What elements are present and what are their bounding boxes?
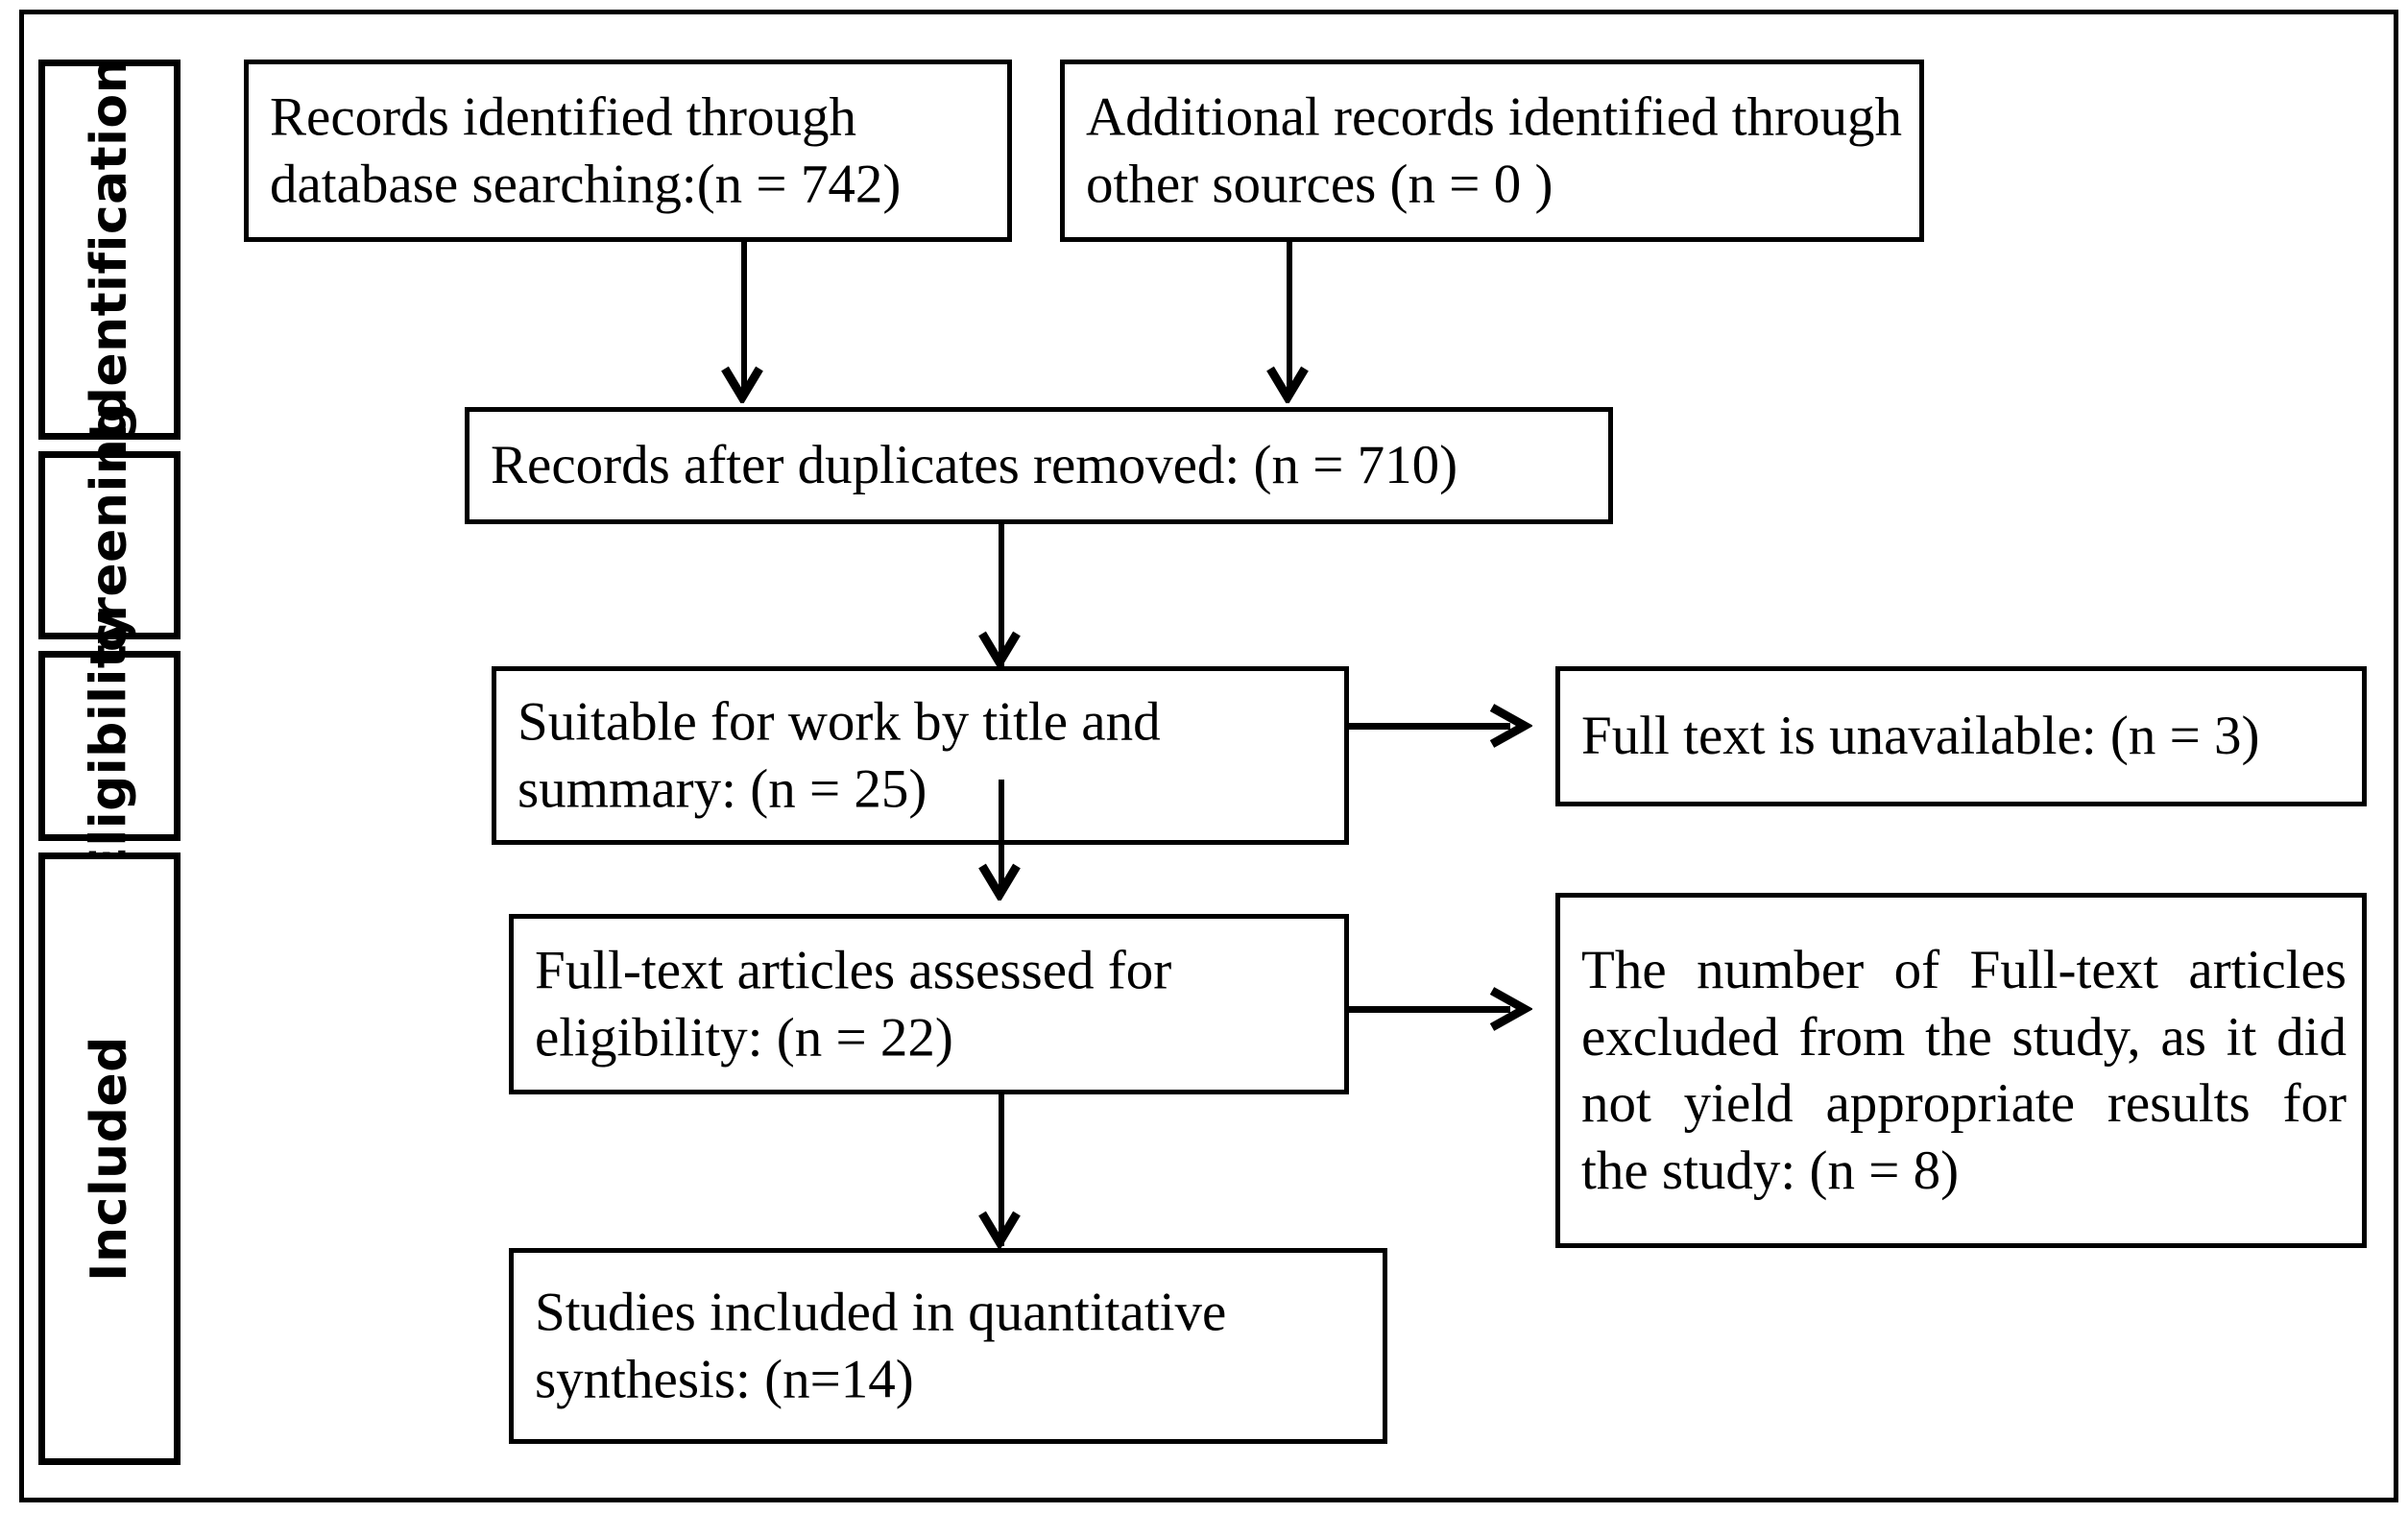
- stage-box-identification: Identification: [38, 57, 181, 443]
- connector-suitable-to-unavailable-arrowhead: [1486, 704, 1532, 748]
- connector-assessed-to-excluded-line: [1349, 1006, 1510, 1013]
- node-assessed-for-eligibility: Full-text articles assessed for eligibil…: [509, 914, 1349, 1094]
- connector-db-to-dedup-line: [741, 242, 747, 397]
- connector-other-to-dedup-line: [1287, 242, 1292, 397]
- node-included-in-synthesis: Studies included in quantitative synthes…: [509, 1248, 1387, 1444]
- node-full-text-unavailable: Full text is unavailable: (n = 3): [1555, 666, 2367, 806]
- node-records-identified-database: Records identified through database sear…: [244, 60, 1012, 242]
- stage-label-eligibility: Eligibility: [81, 611, 139, 881]
- node-records-identified-database-text: Records identified through database sear…: [270, 86, 902, 214]
- stage-box-screening: Screening: [38, 402, 181, 688]
- node-records-identified-other-text: Additional records identified through ot…: [1086, 86, 1903, 214]
- connector-assessed-to-included-arrowhead: [978, 1210, 1021, 1248]
- node-excluded-full-text-text: The number of Full-text articles exclude…: [1581, 939, 2347, 1201]
- connector-db-to-dedup-arrowhead: [721, 365, 763, 403]
- node-assessed-for-eligibility-text: Full-text articles assessed for eligibil…: [535, 940, 1172, 1068]
- node-records-after-duplicates: Records after duplicates removed: (n = 7…: [465, 407, 1613, 524]
- stage-box-eligibility: Eligibility: [38, 611, 181, 881]
- connector-suitable-to-assessed-arrowhead: [978, 862, 1021, 901]
- node-excluded-full-text: The number of Full-text articles exclude…: [1555, 893, 2367, 1248]
- connector-assessed-to-excluded-arrowhead: [1486, 987, 1532, 1031]
- node-suitable-title-summary-text: Suitable for work by title and summary: …: [518, 691, 1161, 819]
- stage-label-included: Included: [81, 1036, 138, 1282]
- diagram-frame: [19, 10, 2398, 1502]
- node-records-identified-other: Additional records identified through ot…: [1060, 60, 1924, 242]
- stage-label-identification: Identification: [81, 57, 139, 443]
- connector-dedup-to-suitable-arrowhead: [978, 630, 1021, 668]
- connector-assessed-to-included-line: [999, 1094, 1004, 1246]
- connector-suitable-to-unavailable-line: [1349, 723, 1510, 730]
- node-included-in-synthesis-text: Studies included in quantitative synthes…: [535, 1282, 1227, 1409]
- connector-other-to-dedup-arrowhead: [1266, 365, 1309, 403]
- stage-box-included: Included: [38, 853, 181, 1465]
- connector-suitable-to-assessed-line: [999, 780, 1004, 893]
- node-full-text-unavailable-text: Full text is unavailable: (n = 3): [1581, 706, 2260, 767]
- connector-dedup-to-suitable-line: [999, 524, 1004, 666]
- node-suitable-title-summary: Suitable for work by title and summary: …: [492, 666, 1349, 845]
- node-records-after-duplicates-text: Records after duplicates removed: (n = 7…: [491, 435, 1458, 496]
